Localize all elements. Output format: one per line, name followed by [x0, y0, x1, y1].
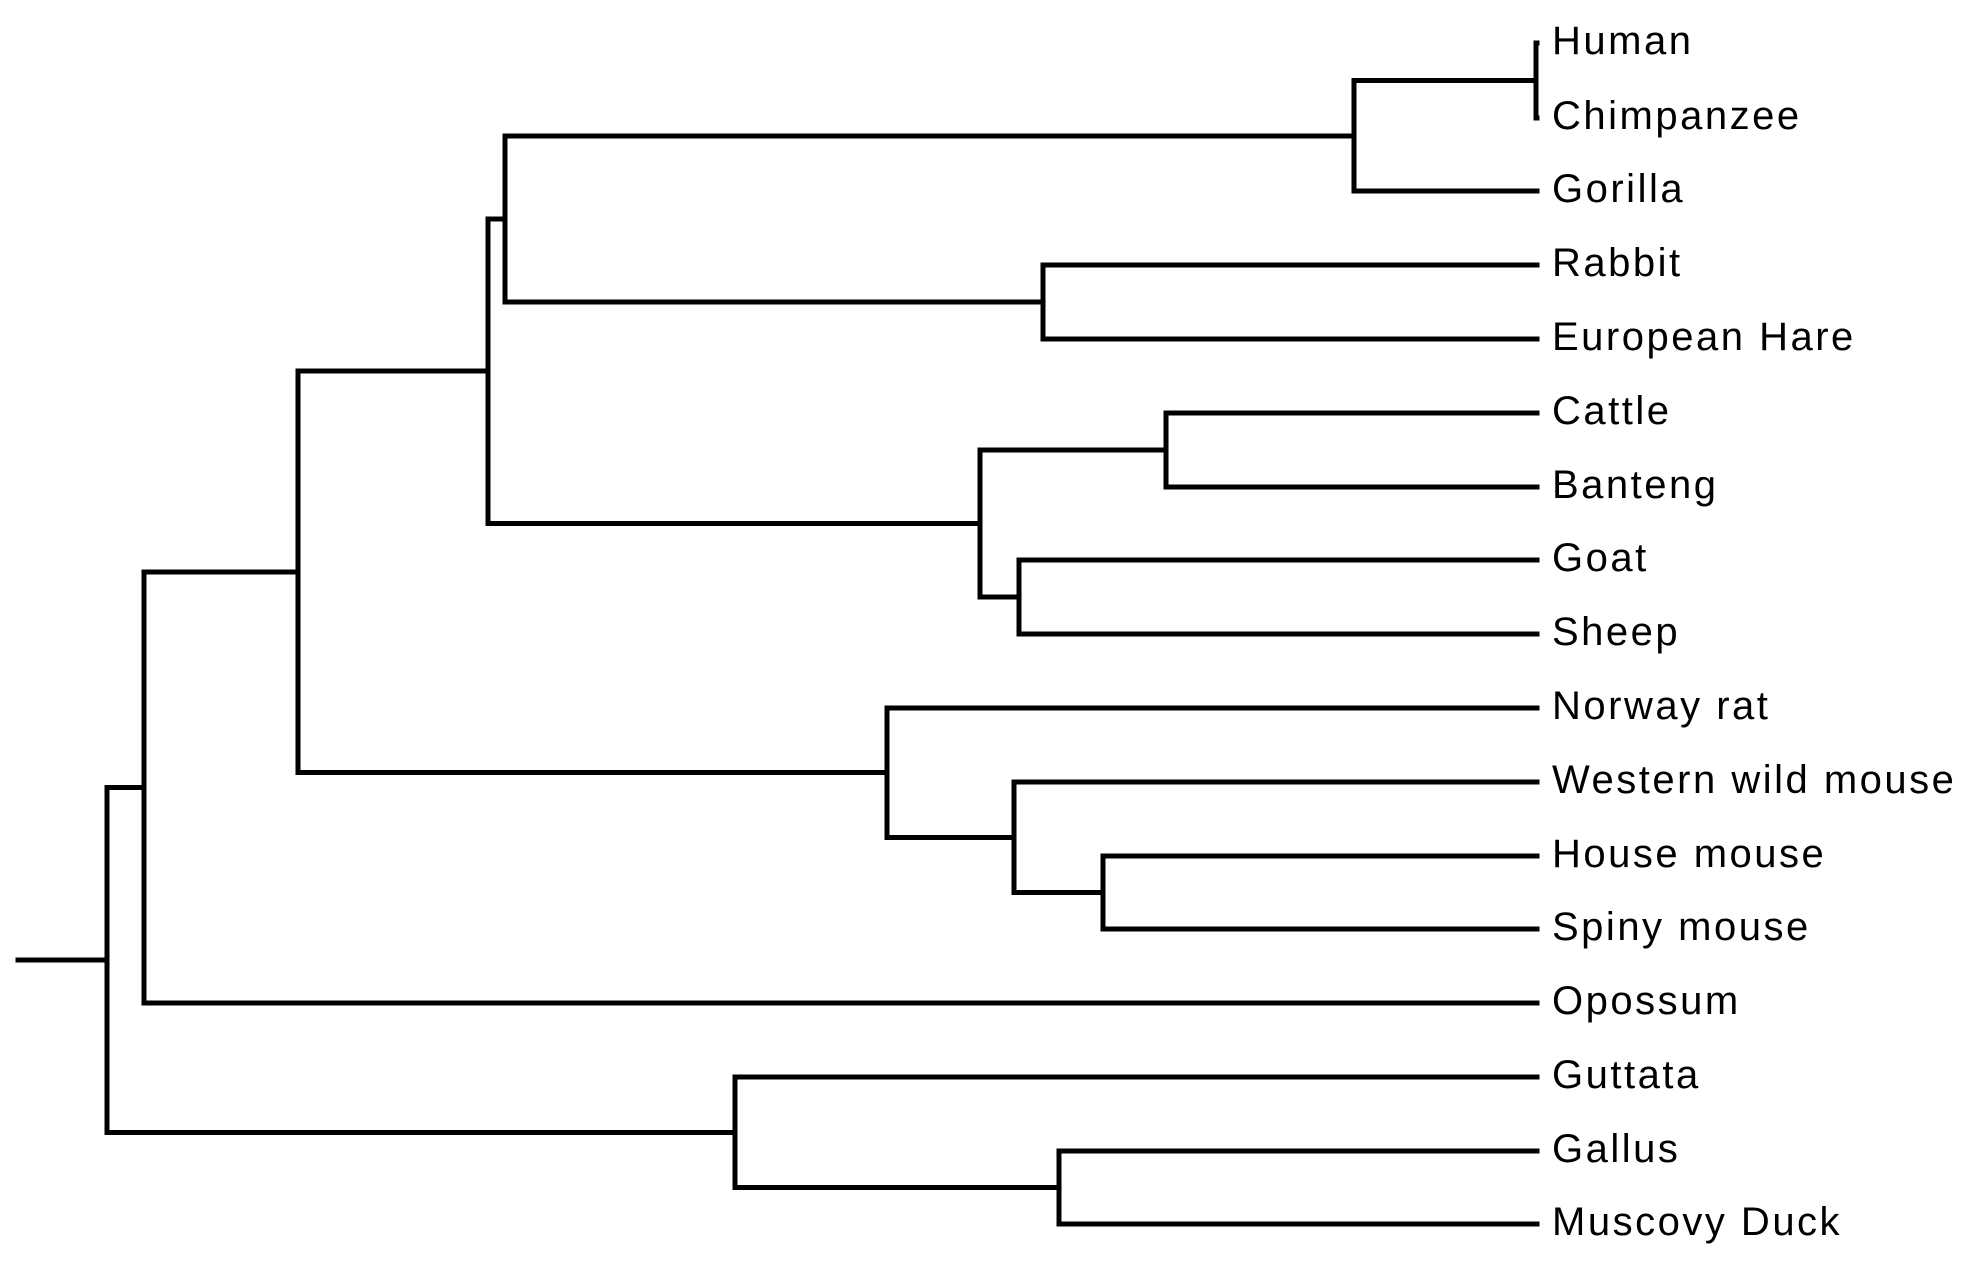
tip-label: Sheep [1552, 610, 1680, 654]
tip-label: Banteng [1552, 463, 1719, 507]
tip-label: Spiny mouse [1552, 905, 1811, 949]
tip-label: Gallus [1552, 1127, 1680, 1171]
tip-label: Human [1552, 19, 1693, 63]
tip-label: Goat [1552, 536, 1649, 580]
tip-label: Muscovy Duck [1552, 1200, 1842, 1244]
tip-label: House mouse [1552, 832, 1826, 876]
tip-label: Cattle [1552, 389, 1672, 433]
tip-label: Chimpanzee [1552, 94, 1802, 138]
tip-label: Rabbit [1552, 241, 1683, 285]
tip-label: Opossum [1552, 979, 1741, 1023]
tip-label: Guttata [1552, 1053, 1701, 1097]
tip-label: Gorilla [1552, 167, 1685, 211]
tip-label: Western wild mouse [1552, 758, 1956, 802]
tip-label: European Hare [1552, 315, 1856, 359]
tip-label: Norway rat [1552, 684, 1770, 728]
